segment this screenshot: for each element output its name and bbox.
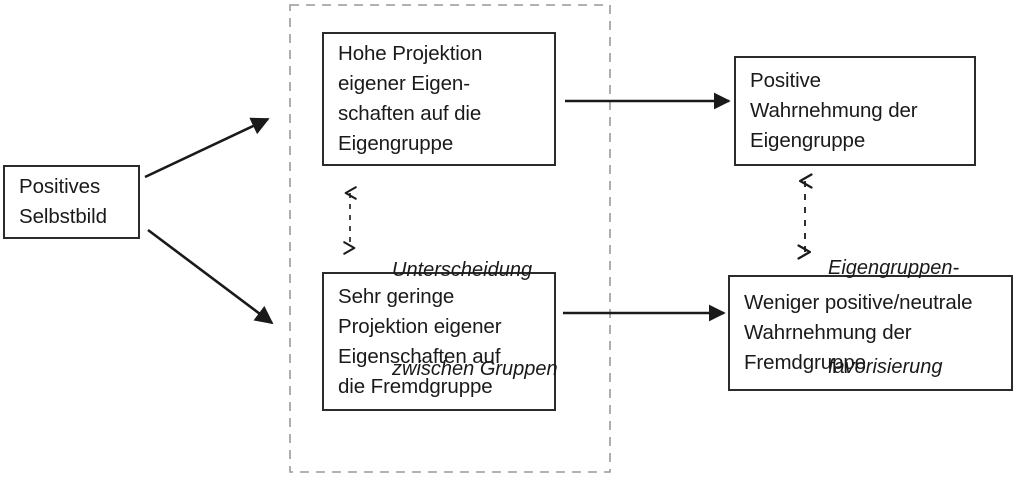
node-line: Projektion eigener (338, 314, 502, 338)
annotation-line: zwischen Gruppen (392, 358, 558, 380)
node-line: die Fremdgruppe (338, 374, 493, 398)
node-line: Eigengruppe (750, 129, 866, 152)
node-line: Positives (19, 175, 101, 198)
connector-self-image-to-ingroup-projection (144, 117, 270, 179)
node-positive-wahrnehmung-eigengruppe: Positive Wahrnehmung der Eigengruppe (734, 56, 976, 166)
node-positives-selbstbild: Positives Selbstbild (3, 165, 140, 239)
node-weniger-positive-wahrnehmung-fremdgruppe: Weniger positive/neutrale Wahrnehmung de… (728, 275, 1013, 391)
annotation-eigengruppenfavorisierung: Eigengruppen- favorisierung (828, 186, 959, 450)
node-line: Wahrnehmung der (744, 321, 912, 344)
node-line: Eigenschaften auf (338, 344, 501, 368)
node-sehr-geringe-projektion-fremdgruppe: Sehr geringe Projektion eigener Eigensch… (322, 272, 556, 411)
annotation-line: Eigengruppen- (828, 257, 960, 279)
node-line: Hohe Projektion (338, 42, 483, 65)
node-line: Eigengruppe (338, 132, 454, 155)
node-line: Positive (750, 69, 821, 92)
node-line: Selbstbild (19, 205, 107, 228)
annotation-line: Unterscheidung (392, 259, 533, 281)
annotation-unterscheidung-zwischen-gruppen: Unterscheidung zwischen Gruppen (392, 188, 558, 452)
node-hohe-projektion-eigengruppe: Hohe Projektion eigener Eigen- schaften … (322, 32, 556, 166)
node-line: Fremdgruppe (744, 351, 866, 374)
node-line: schaften auf die (338, 102, 482, 125)
node-line: eigener Eigen- (338, 72, 470, 95)
annotation-line: favorisierung (828, 356, 943, 378)
node-line: Wahrnehmung der (750, 99, 918, 122)
node-line: Weniger positive/neutrale (744, 291, 973, 314)
connector-self-image-to-outgroup-projection (147, 228, 274, 325)
node-line: Sehr geringe (338, 284, 455, 308)
